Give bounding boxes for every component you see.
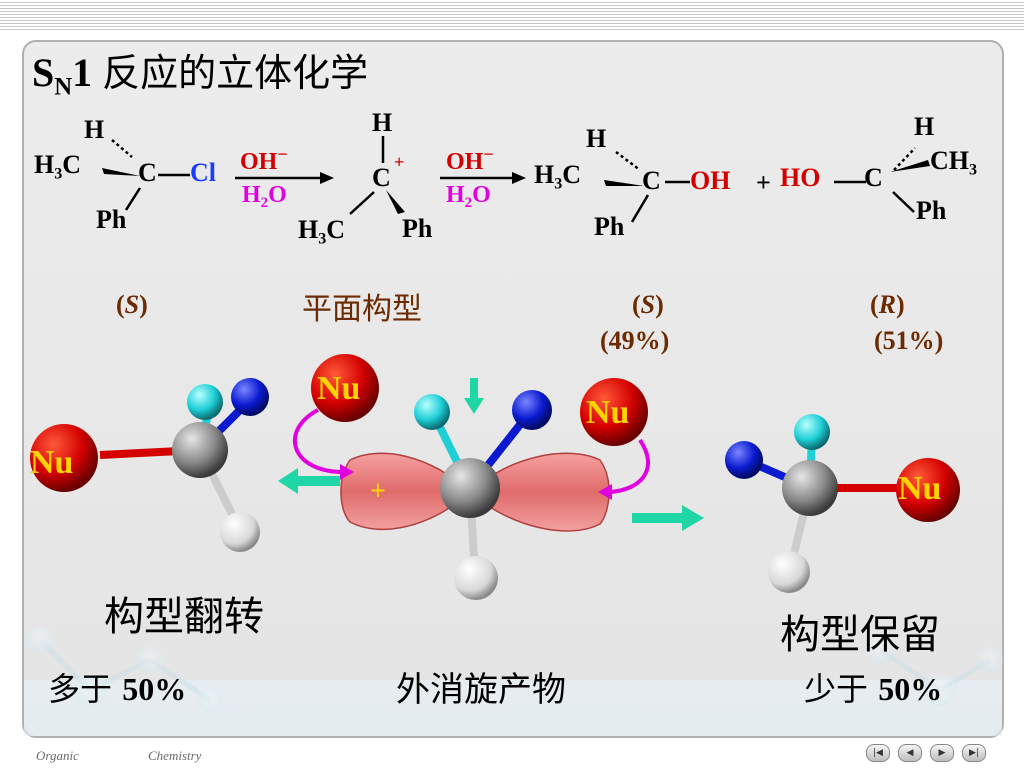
reagent2-water: H2O bbox=[446, 182, 491, 212]
green-right-arrow bbox=[682, 505, 704, 531]
nucleophile-ball-right bbox=[580, 378, 648, 446]
carbon-atom bbox=[172, 422, 228, 478]
footer-chemistry: Chemistry bbox=[148, 748, 202, 763]
product-r-h: H bbox=[914, 112, 935, 141]
hydrogen-cyan-atom bbox=[794, 414, 830, 450]
attack-curve-left bbox=[292, 408, 341, 474]
blue-substituent-atom bbox=[231, 378, 269, 416]
nav-last-button[interactable]: ▶| bbox=[962, 744, 986, 762]
retention-caption: 构型保留 bbox=[780, 612, 940, 658]
intermediate-carbon: C bbox=[372, 163, 391, 192]
nucleophile-ball-left bbox=[311, 354, 379, 422]
plus-sign: + bbox=[756, 168, 771, 197]
green-left-arrow bbox=[278, 468, 298, 494]
planar-config-label: 平面构型 bbox=[302, 292, 422, 327]
reactant-h3c: H3C bbox=[34, 150, 82, 183]
intermediate-h: H bbox=[372, 108, 393, 137]
green-down-arrow bbox=[464, 398, 484, 414]
reactant-h: H bbox=[84, 115, 105, 144]
reactant-phenyl: Ph bbox=[96, 205, 127, 234]
product-s-phenyl: Ph bbox=[594, 212, 625, 241]
product-r-hydroxyl: HO bbox=[780, 163, 821, 192]
product-s-percent: (49%) bbox=[600, 326, 670, 355]
inversion-model bbox=[30, 378, 269, 552]
reactant-carbon: C bbox=[138, 158, 157, 187]
carbon-atom bbox=[440, 458, 500, 518]
carbon-atom bbox=[782, 460, 838, 516]
attack-curve-right bbox=[609, 438, 651, 494]
product-r-ch3: CH3 bbox=[930, 146, 978, 179]
page-title: SN1 反应的立体化学 bbox=[32, 50, 369, 101]
white-substituent-atom bbox=[454, 556, 498, 600]
reactant-config-label: (S) bbox=[116, 290, 148, 319]
nu-label-right: Nu bbox=[898, 470, 942, 507]
white-substituent-atom bbox=[768, 551, 810, 593]
product-s-h: H bbox=[586, 124, 607, 153]
product-r-phenyl: Ph bbox=[916, 196, 947, 225]
top-stripe-bar bbox=[0, 0, 1024, 30]
inversion-caption: 构型翻转 bbox=[104, 594, 264, 640]
content-panel bbox=[22, 40, 1004, 738]
nav-previous-button[interactable]: ◀ bbox=[898, 744, 922, 762]
blue-substituent-atom bbox=[512, 390, 552, 430]
hydrogen-cyan-atom bbox=[414, 394, 450, 430]
reagent2-hydroxide: OH− bbox=[446, 144, 494, 175]
intermediate-h3c: H3C bbox=[298, 215, 346, 248]
reagent1-water: H2O bbox=[242, 182, 287, 212]
nav-next-button[interactable]: ▶ bbox=[930, 744, 954, 762]
product-r-percent: (51%) bbox=[874, 326, 944, 355]
racemic-caption: 外消旋产物 bbox=[396, 670, 566, 710]
product-s-hydroxyl: OH bbox=[690, 166, 731, 195]
nucleophile-ball bbox=[30, 424, 98, 492]
p-orbital-left-lobe bbox=[340, 452, 472, 531]
nav-first-button[interactable]: |◀ bbox=[866, 744, 890, 762]
reactant-chlorine: Cl bbox=[190, 158, 216, 187]
nucleophile-ball bbox=[896, 458, 960, 522]
nu-label-top-right: Nu bbox=[586, 394, 630, 431]
product-s-h3c: H3C bbox=[534, 160, 582, 193]
nu-label-left: Nu bbox=[30, 444, 74, 481]
white-substituent-atom bbox=[220, 512, 260, 552]
product-s-carbon: C bbox=[642, 166, 661, 195]
blue-substituent-atom bbox=[725, 441, 763, 479]
reagent1-hydroxide: OH− bbox=[240, 144, 288, 175]
retention-model bbox=[725, 414, 960, 593]
product-s-config-label: (S) bbox=[632, 290, 664, 319]
carbocation-model bbox=[278, 354, 704, 600]
nu-label-top-left: Nu bbox=[317, 370, 361, 407]
intermediate-phenyl: Ph bbox=[402, 214, 433, 243]
lobe-charge-label: + bbox=[370, 476, 386, 507]
retention-amount: 少于 50% bbox=[804, 670, 943, 708]
footer-organic: Organic bbox=[36, 748, 79, 763]
intermediate-charge: + bbox=[394, 152, 405, 172]
product-r-carbon: C bbox=[864, 163, 883, 192]
inversion-amount: 多于 50% bbox=[48, 670, 187, 708]
product-r-config-label: (R) bbox=[870, 290, 905, 319]
hydrogen-cyan-atom bbox=[187, 384, 223, 420]
